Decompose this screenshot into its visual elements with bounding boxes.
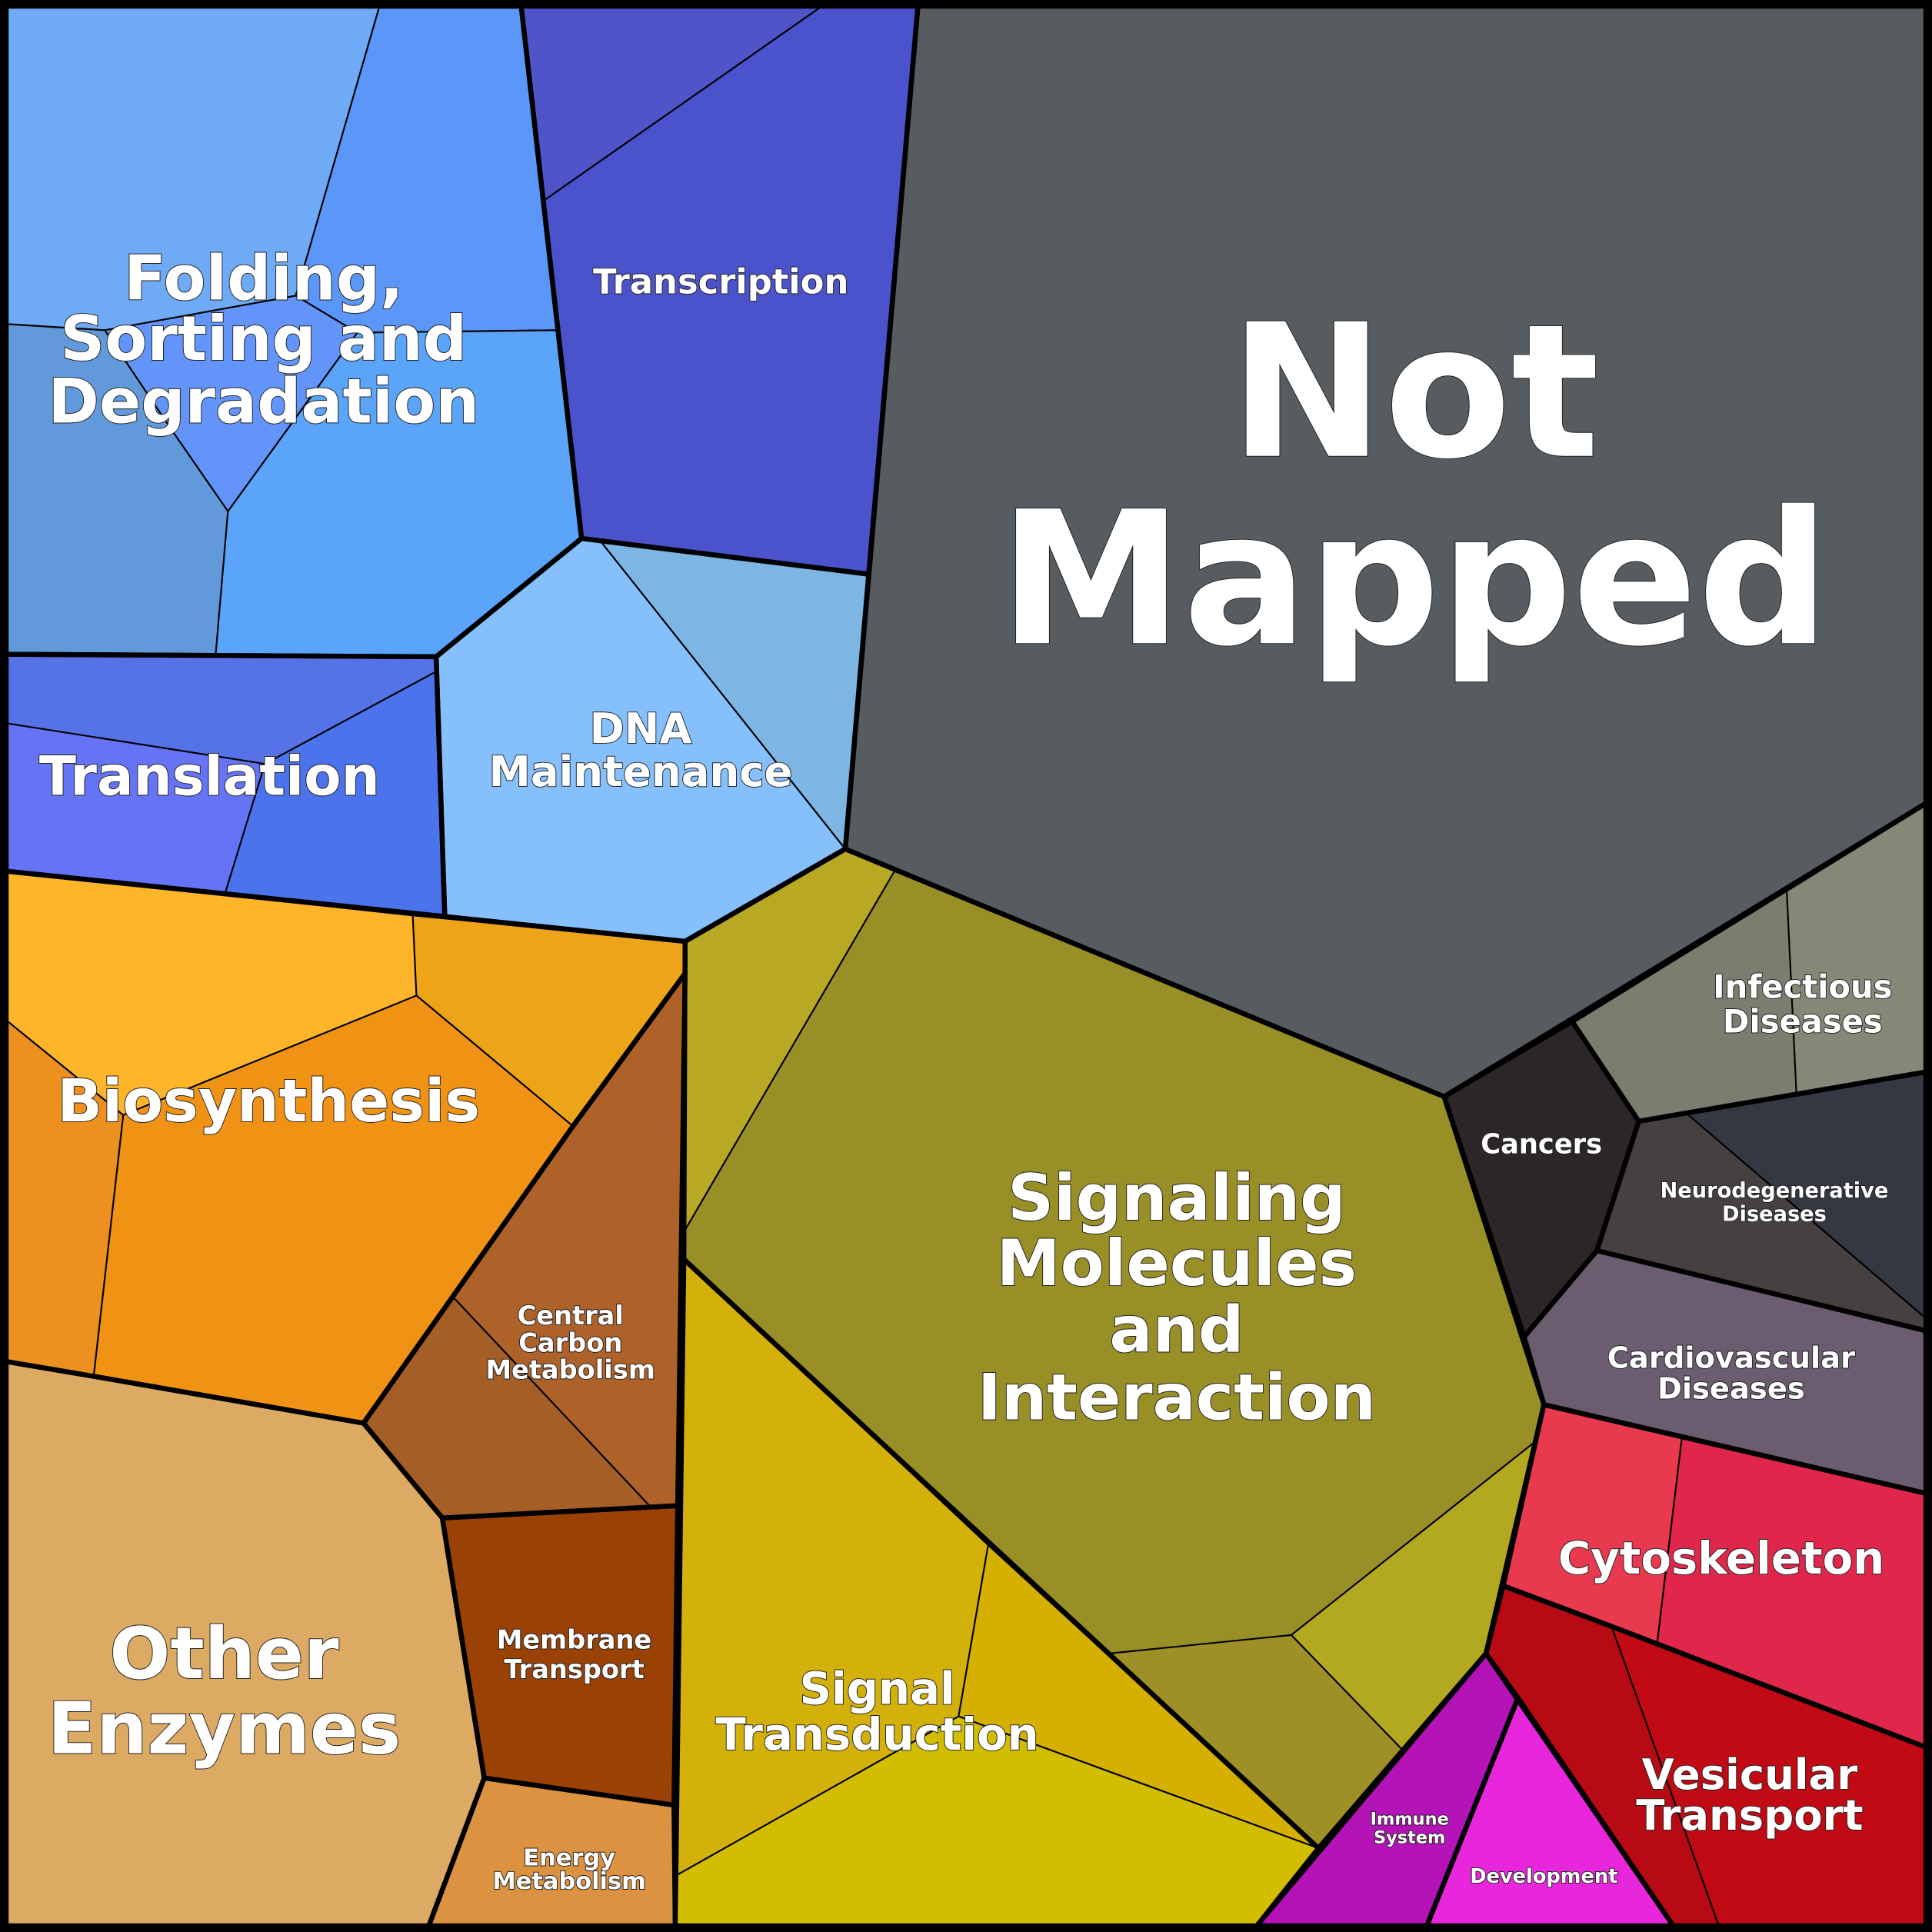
transcription-label-line: Transcription xyxy=(593,261,848,301)
signaling-label-line: and xyxy=(1109,1292,1244,1367)
signaling-label-line: Signaling xyxy=(1008,1161,1346,1235)
infectious-label-line: Infectious xyxy=(1713,968,1892,1006)
neuro-label-line: Diseases xyxy=(1722,1203,1827,1227)
development-label-line: Development xyxy=(1470,1865,1617,1888)
cardio-label-line: Cardiovascular xyxy=(1607,1341,1855,1375)
signaling-label-line: Interaction xyxy=(978,1361,1376,1435)
infectious-label-line: Diseases xyxy=(1723,1003,1883,1041)
signaling-label-line: Molecules xyxy=(997,1226,1357,1301)
immune-label-line: System xyxy=(1374,1828,1445,1848)
carbon-label-line: Metabolism xyxy=(486,1355,655,1385)
membrane-label-line: Membrane xyxy=(497,1625,651,1655)
cardio-label-line: Diseases xyxy=(1657,1371,1805,1406)
development-label: Development xyxy=(1470,1865,1617,1888)
otherenz-label-line: Other xyxy=(109,1612,339,1695)
transcription-label: Transcription xyxy=(593,261,848,301)
folding-label-line: Sorting and xyxy=(61,303,468,375)
otherenz-label-line: Enzymes xyxy=(48,1687,401,1770)
cytoskeleton-label: Cytoskeleton xyxy=(1558,1532,1884,1584)
membrane-label-line: Transport xyxy=(504,1654,644,1684)
signaltrans-label-line: Signal xyxy=(800,1663,955,1715)
notmapped-label-line: Not xyxy=(1230,285,1600,500)
translation-label-line: Translation xyxy=(39,744,380,808)
folding-label-line: Folding, xyxy=(124,242,404,314)
dna-label-line: DNA xyxy=(590,704,692,753)
carbon-label-line: Carbon xyxy=(518,1327,622,1357)
energy-label-line: Energy xyxy=(523,1844,615,1871)
cytoskeleton-label-line: Cytoskeleton xyxy=(1558,1532,1884,1584)
dna-label-line: Maintenance xyxy=(489,747,793,796)
cancers-label: Cancers xyxy=(1481,1129,1602,1161)
vesicular-label-line: Vesicular xyxy=(1642,1750,1858,1799)
cancers-label-line: Cancers xyxy=(1481,1129,1602,1161)
biosynthesis-label: Biosynthesis xyxy=(57,1068,480,1136)
neuro-label-line: Neurodegenerative xyxy=(1661,1179,1889,1203)
folding-label-line: Degradation xyxy=(48,366,479,438)
notmapped-label-line: Mapped xyxy=(999,471,1830,687)
carbon-label-line: Central xyxy=(518,1301,624,1331)
translation-label: Translation xyxy=(39,744,380,808)
immune-label-line: Immune xyxy=(1371,1810,1449,1830)
signaltrans-label-line: Transduction xyxy=(716,1708,1039,1760)
vesicular-label-line: Transport xyxy=(1636,1790,1863,1840)
energy-label-line: Metabolism xyxy=(492,1868,645,1895)
biosynthesis-label-line: Biosynthesis xyxy=(57,1068,480,1136)
